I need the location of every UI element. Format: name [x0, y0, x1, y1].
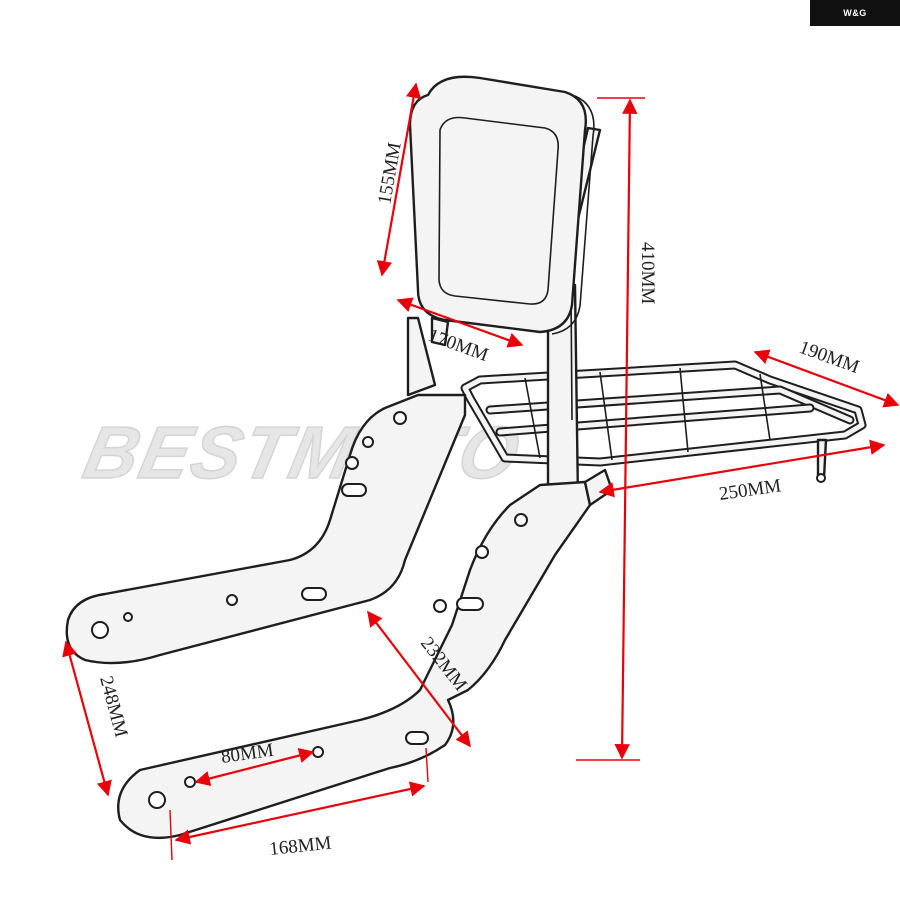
dim-label-mount-spacing: 168MM	[268, 833, 332, 860]
dimension-lines	[62, 82, 900, 861]
dim-label-rack-length: 250MM	[718, 475, 783, 504]
backrest-pad	[408, 75, 595, 347]
brand-badge: W&G	[810, 0, 900, 26]
brand-badge-text: W&G	[843, 8, 867, 18]
dim-label-plate-height: 248MM	[95, 674, 131, 740]
dim-label-overall-height: 410MM	[637, 242, 658, 304]
left-side-plate	[65, 393, 467, 665]
